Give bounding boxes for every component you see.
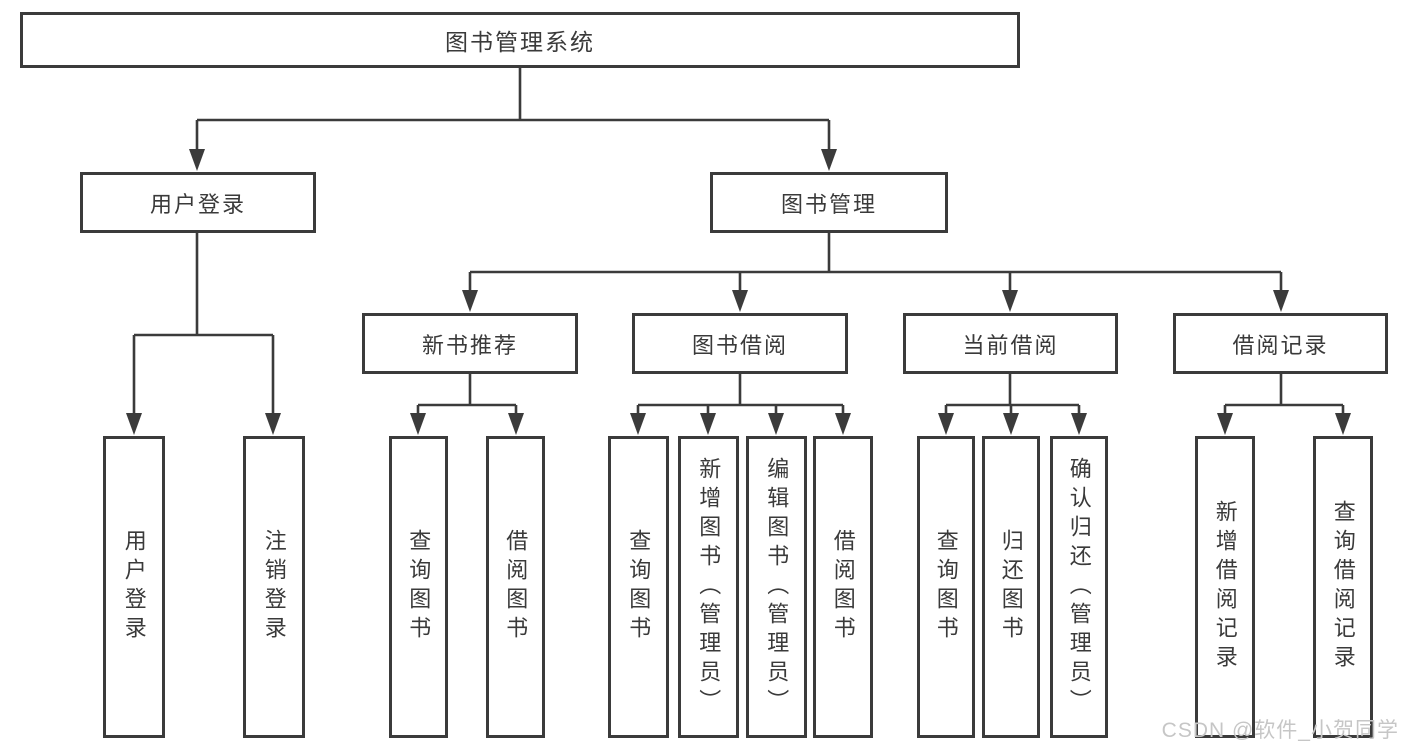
node-new-book-recommend: 新书推荐: [362, 313, 578, 374]
leaf-borrow-books-recommend: 借阅图书: [486, 436, 545, 738]
leaf-label: 新增借阅记录: [1212, 500, 1238, 674]
leaf-borrow-books: 借阅图书: [813, 436, 873, 738]
leaf-edit-book-admin: 编辑图书（管理员）: [746, 436, 807, 738]
node-book-borrow: 图书借阅: [632, 313, 848, 374]
node-label: 图书管理: [780, 191, 877, 217]
leaf-add-book-admin: 新增图书（管理员）: [678, 436, 739, 738]
leaf-logout: 注销登录: [243, 436, 305, 738]
leaf-label: 编辑图书（管理员）: [764, 456, 790, 718]
leaf-query-books-borrow: 查询图书: [608, 436, 669, 738]
leaf-label: 查询图书: [406, 529, 432, 645]
leaf-confirm-return-admin: 确认归还（管理员）: [1050, 436, 1108, 738]
leaf-return-book: 归还图书: [982, 436, 1040, 738]
node-label: 图书借阅: [691, 332, 788, 358]
node-root-label: 图书管理系统: [445, 29, 595, 55]
leaf-user-login: 用户登录: [103, 436, 165, 738]
leaf-query-books-current: 查询图书: [917, 436, 975, 738]
leaf-label: 确认归还（管理员）: [1066, 456, 1092, 718]
leaf-query-borrow-record: 查询借阅记录: [1313, 436, 1373, 738]
leaf-label: 查询图书: [626, 529, 652, 645]
csdn-watermark: CSDN @软件_小贺同学: [1161, 719, 1399, 742]
node-label: 借阅记录: [1232, 332, 1329, 358]
leaf-label: 新增图书（管理员）: [696, 456, 722, 718]
leaf-label: 用户登录: [121, 529, 147, 645]
leaf-label: 查询图书: [933, 529, 959, 645]
node-current-borrow: 当前借阅: [903, 313, 1118, 374]
node-root: 图书管理系统: [20, 12, 1020, 68]
leaf-label: 归还图书: [998, 529, 1024, 645]
leaf-label: 借阅图书: [503, 529, 529, 645]
node-label: 用户登录: [149, 191, 246, 217]
leaf-query-books-recommend: 查询图书: [389, 436, 448, 738]
node-label: 当前借阅: [962, 332, 1059, 358]
node-label: 新书推荐: [421, 332, 518, 358]
leaf-label: 借阅图书: [830, 529, 856, 645]
node-book-management: 图书管理: [710, 172, 948, 233]
node-borrow-records: 借阅记录: [1173, 313, 1388, 374]
leaf-label: 查询借阅记录: [1330, 500, 1356, 674]
node-user-login: 用户登录: [80, 172, 316, 233]
leaf-label: 注销登录: [261, 529, 287, 645]
leaf-add-borrow-record: 新增借阅记录: [1195, 436, 1255, 738]
